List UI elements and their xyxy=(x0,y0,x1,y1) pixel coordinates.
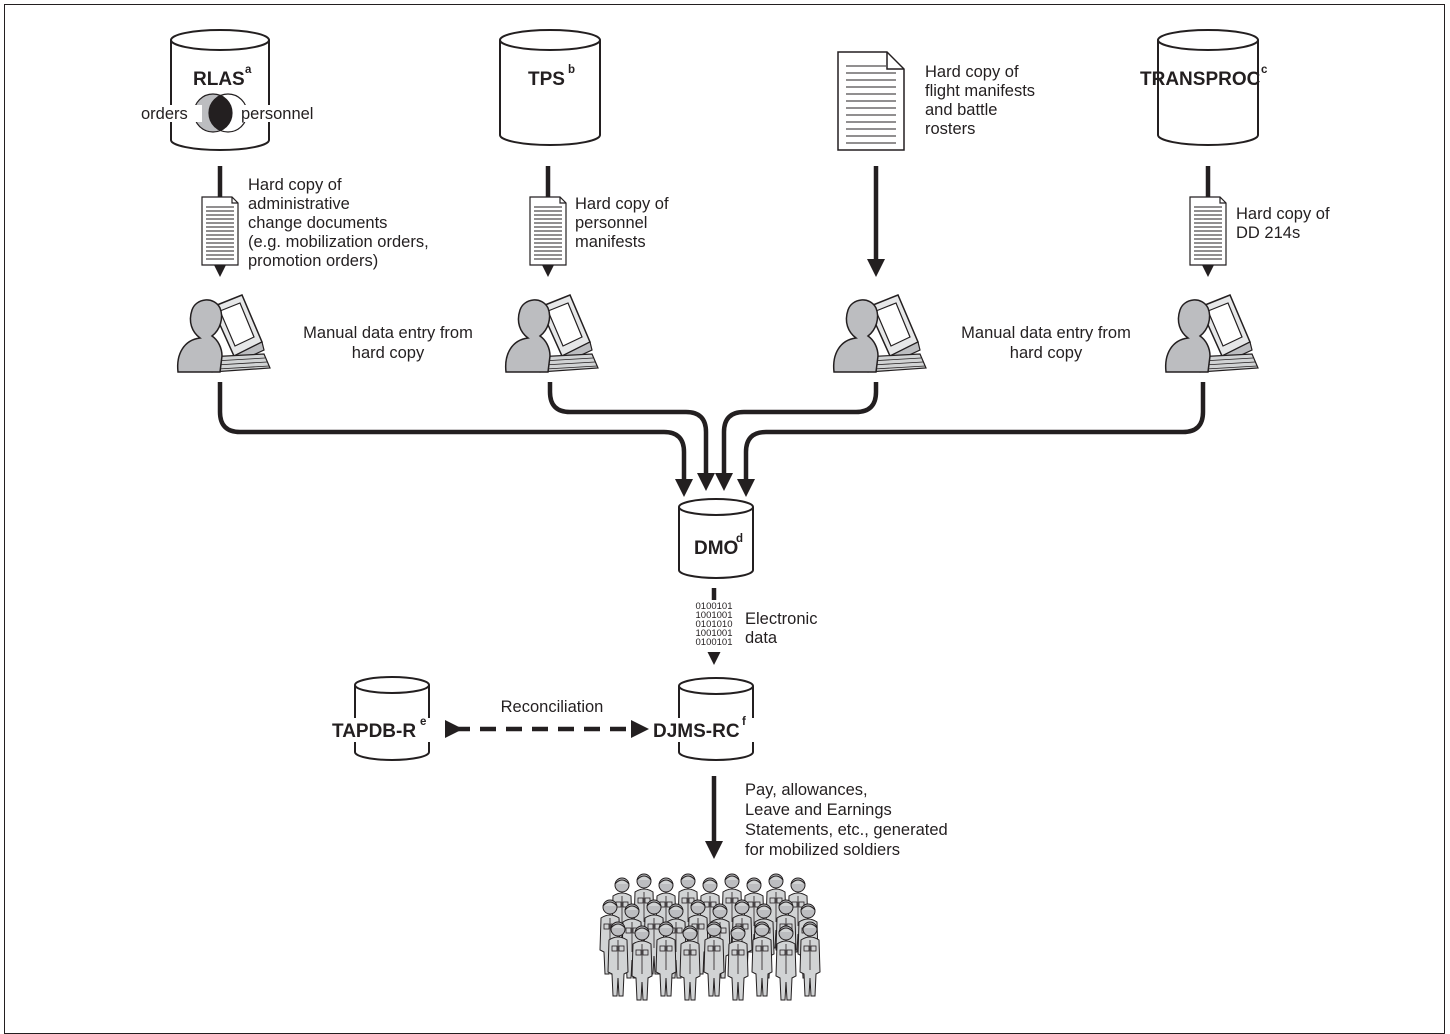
flight-manifest-label-line-3: and battle xyxy=(925,101,997,119)
output-label-line-3: Statements, etc., generated xyxy=(745,821,948,839)
tapdb-r-footnote: e xyxy=(420,716,426,728)
tps-edge-label-line-2: personnel xyxy=(575,214,647,232)
transproc-database-icon xyxy=(1157,29,1259,146)
transproc-data-entry-computer-icon xyxy=(1164,294,1259,373)
right-data-entry-label-line-2: hard copy xyxy=(1010,344,1083,362)
rlas-hardcopy-document-icon xyxy=(201,196,239,266)
output-label-line-4: for mobilized soldiers xyxy=(745,841,900,859)
flight-manifest-document-icon xyxy=(837,51,905,151)
dmo-footnote: d xyxy=(736,533,743,545)
rlas-personnel-label: personnel xyxy=(241,105,313,123)
djms-rc-label: DJMS-RC xyxy=(653,721,740,742)
tps-entry-to-dmo-flow xyxy=(547,382,715,491)
binary-line-2: 1001001 xyxy=(696,610,733,621)
djms-rc-footnote: f xyxy=(742,716,746,728)
binary-line-5: 0100101 xyxy=(696,637,733,648)
tps-label: TPS xyxy=(528,69,565,90)
transproc-entry-to-dmo-flow xyxy=(737,382,1206,497)
manifest-entry-to-dmo-flow xyxy=(715,382,879,491)
left-data-entry-label-line-2: hard copy xyxy=(352,344,425,362)
rlas-edge-label-line-1: Hard copy of xyxy=(248,176,342,194)
dmo-label: DMO xyxy=(694,538,738,559)
transproc-edge-label-line-1: Hard copy of xyxy=(1236,205,1330,223)
transproc-edge-label-line-2: DD 214s xyxy=(1236,224,1300,242)
flight-manifest-label-line-1: Hard copy of xyxy=(925,63,1019,81)
tapdb-r-label: TAPDB-R xyxy=(332,721,416,742)
tps-edge-label-line-3: manifests xyxy=(575,233,646,251)
rlas-edge-label-line-4: (e.g. mobilization orders, xyxy=(248,233,429,251)
binary-line-4: 1001001 xyxy=(696,628,733,639)
electronic-data-label-line-2: data xyxy=(745,629,778,647)
tps-edge-label-line-1: Hard copy of xyxy=(575,195,669,213)
tps-database-icon xyxy=(499,29,601,146)
manifest-data-entry-computer-icon xyxy=(832,294,927,373)
rlas-label: RLAS xyxy=(193,69,245,90)
rlas-entry-to-dmo-flow xyxy=(217,382,693,497)
left-data-entry-label-line-1: Manual data entry from xyxy=(303,324,473,342)
mobilized-soldiers-icon xyxy=(599,873,821,1001)
rlas-edge-label-line-3: change documents xyxy=(248,214,387,232)
dmo-database-icon xyxy=(678,498,754,579)
tps-hardcopy-document-icon xyxy=(529,196,567,266)
binary-line-3: 0101010 xyxy=(696,619,733,630)
right-data-entry-label-line-1: Manual data entry from xyxy=(961,324,1131,342)
rlas-orders-label: orders xyxy=(141,105,188,123)
transproc-footnote: c xyxy=(1261,64,1268,76)
rlas-footnote: a xyxy=(245,64,252,76)
transproc-label: TRANSPROC xyxy=(1140,69,1261,90)
tps-data-entry-computer-icon xyxy=(504,294,599,373)
orders-personnel-venn-icon xyxy=(170,93,324,133)
output-label-line-2: Leave and Earnings xyxy=(745,801,892,819)
transproc-hardcopy-document-icon xyxy=(1189,196,1227,266)
tps-footnote: b xyxy=(568,64,575,76)
electronic-data-label-line-1: Electronic xyxy=(745,610,817,628)
flight-manifest-label-line-2: flight manifests xyxy=(925,82,1035,100)
rlas-edge-label-line-2: administrative xyxy=(248,195,350,213)
binary-line-1: 0100101 xyxy=(696,601,733,612)
reconciliation-label: Reconciliation xyxy=(501,698,604,716)
flight-manifest-label-line-4: rosters xyxy=(925,120,975,138)
rlas-edge-label-line-5: promotion orders) xyxy=(248,252,378,270)
rlas-data-entry-computer-icon xyxy=(176,294,271,373)
output-label-line-1: Pay, allowances, xyxy=(745,781,868,799)
